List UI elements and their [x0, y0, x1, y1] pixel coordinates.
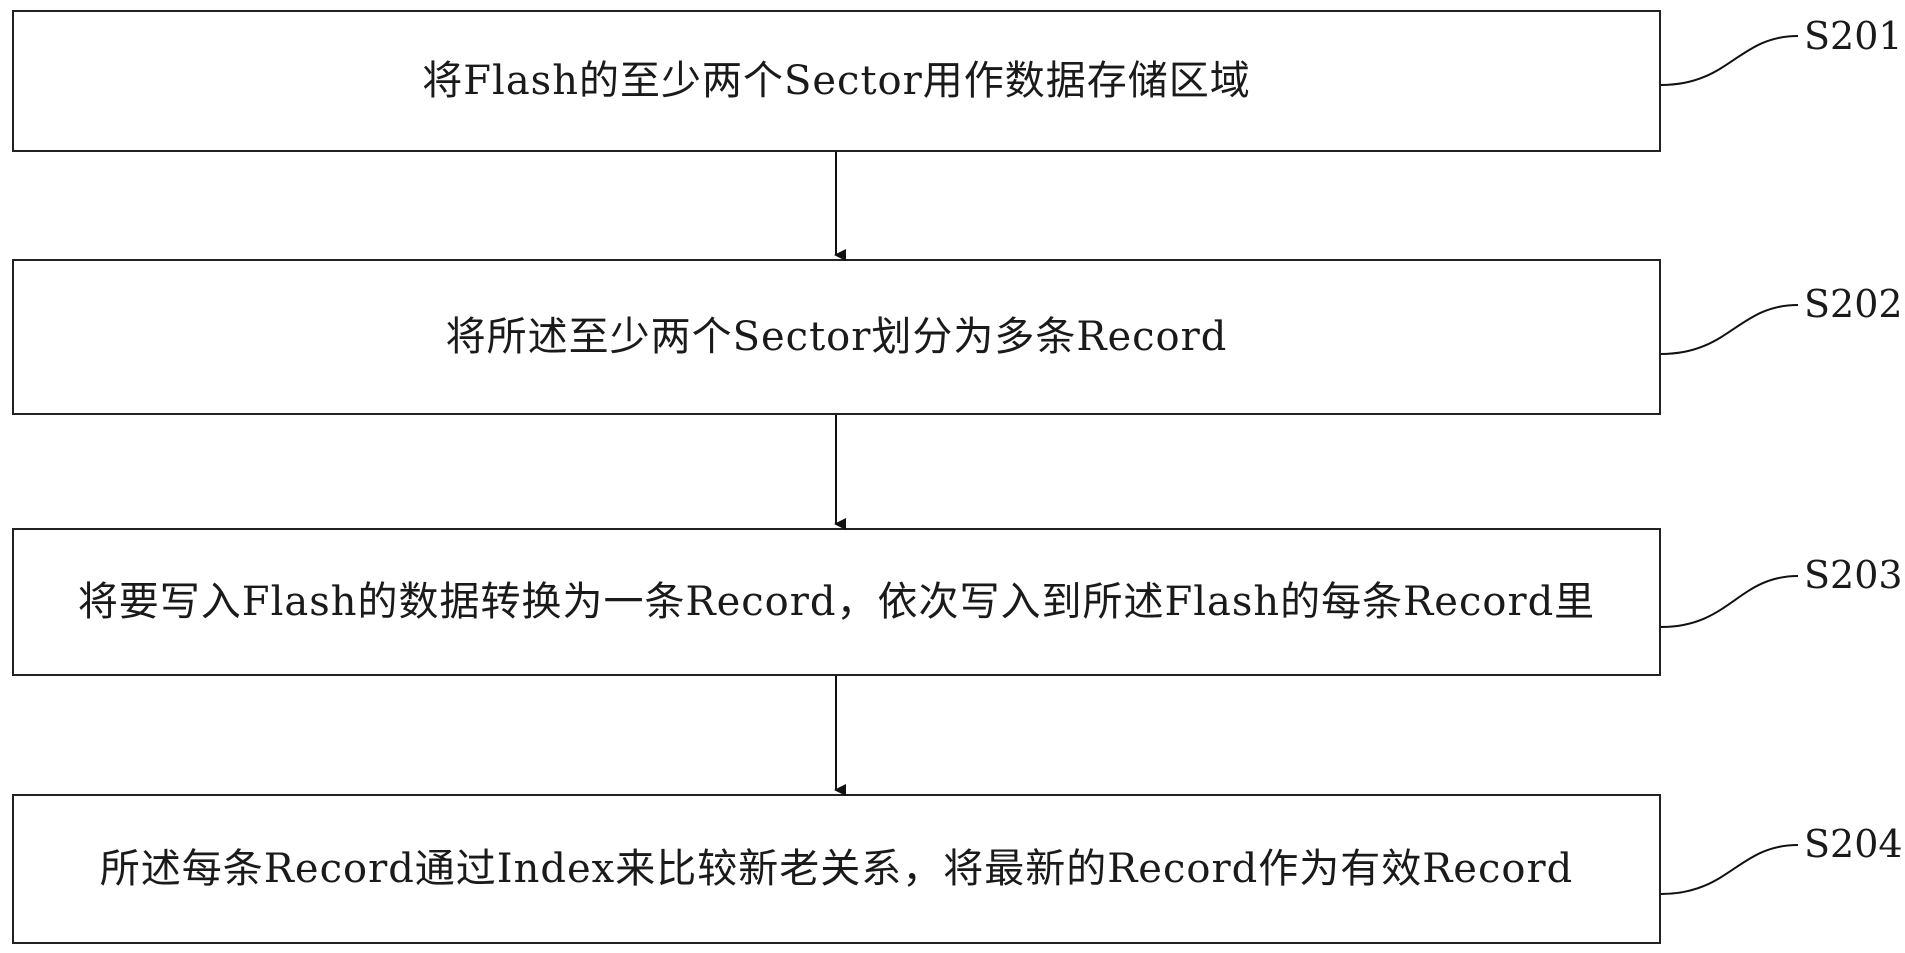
step-text-s204: 所述每条Record通过Index来比较新老关系，将最新的Record作为有效R… — [99, 846, 1574, 892]
leader-line-s201 — [1660, 35, 1799, 86]
step-text-s203: 将要写入Flash的数据转换为一条Record，依次写入到所述Flash的每条R… — [77, 579, 1596, 625]
step-label-s203: S203 — [1804, 553, 1903, 597]
step-label-s201: S201 — [1804, 14, 1903, 58]
step-label-s204: S204 — [1804, 822, 1903, 866]
step-text-s202: 将所述至少两个Sector划分为多条Record — [445, 314, 1228, 360]
leader-line-s203 — [1660, 575, 1799, 628]
leader-line-s202 — [1660, 304, 1799, 355]
step-box-s202: 将所述至少两个Sector划分为多条Record — [12, 259, 1661, 415]
step-label-s202: S202 — [1804, 282, 1903, 326]
step-text-s201: 将Flash的至少两个Sector用作数据存储区域 — [422, 58, 1251, 104]
step-box-s203: 将要写入Flash的数据转换为一条Record，依次写入到所述Flash的每条R… — [12, 528, 1661, 676]
step-box-s204: 所述每条Record通过Index来比较新老关系，将最新的Record作为有效R… — [12, 794, 1661, 944]
step-box-s201: 将Flash的至少两个Sector用作数据存储区域 — [12, 10, 1661, 152]
leader-line-s204 — [1660, 844, 1799, 895]
